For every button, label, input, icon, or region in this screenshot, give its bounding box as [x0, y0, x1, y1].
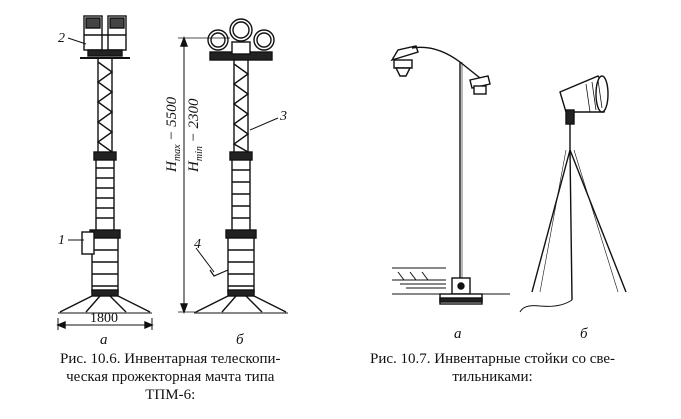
callout-leaders	[67, 37, 279, 273]
tripod-lamp-b	[519, 75, 627, 313]
callout-4: 4	[194, 237, 201, 252]
base-section-a	[81, 229, 121, 297]
height-dimension	[178, 36, 230, 314]
scaffold-edge	[392, 267, 510, 295]
lattice-upper-b	[232, 60, 250, 153]
subfigure-label-10-7-b: б	[580, 326, 588, 342]
caption-10-7-line-2: тильниками:	[452, 369, 533, 385]
dimension-1800: 1800	[90, 311, 118, 326]
mast-b	[178, 18, 288, 314]
lamp-arm	[411, 46, 481, 79]
caption-10-7-line-1: Рис. 10.7. Инвентарные стойки со све-	[370, 351, 616, 367]
reflector-hood-right	[469, 75, 491, 95]
dimension-line-a	[56, 318, 154, 330]
tube-section-b	[229, 151, 253, 232]
subfigure-label-10-7-a: а	[454, 326, 462, 342]
tube-section-a	[93, 151, 117, 232]
power-cable	[519, 299, 573, 313]
tripod-legs-a	[58, 295, 152, 314]
svg-text:Hmin − 2300: Hmin − 2300	[186, 98, 205, 173]
caption-fig-10-7: Рис. 10.7. Инвентарные стойки со све- ти…	[370, 350, 615, 386]
tripod-legs-b	[194, 295, 288, 314]
mast-a	[56, 15, 154, 330]
base-section-b	[209, 229, 257, 297]
svg-text:Hmax − 5500: Hmax − 5500	[164, 96, 183, 173]
floodlight-triple-b	[207, 18, 275, 61]
caption-fig-10-6: Рис. 10.6. Инвентарная телескопи- ческая…	[60, 350, 281, 404]
caption-10-6-line-2: ческая прожекторная мачта типа	[66, 369, 275, 385]
reflector-hood-left	[390, 45, 419, 77]
subfigure-label-10-6-b: б	[236, 332, 244, 348]
height-max-label: Hmax − 5500	[164, 96, 183, 173]
floodlight-pair-a	[80, 15, 130, 59]
lattice-upper-a	[96, 58, 114, 153]
caption-10-6-line-3: ТПМ-6:	[145, 387, 196, 403]
lamp-stand-a	[390, 45, 510, 305]
callout-2: 2	[58, 31, 65, 46]
searchlight-b	[559, 75, 609, 125]
caption-10-6-line-1: Рис. 10.6. Инвентарная телескопи-	[60, 351, 281, 367]
callout-3: 3	[279, 109, 287, 124]
subfigure-label-10-6-a: а	[100, 332, 108, 348]
callout-1: 1	[58, 233, 65, 248]
height-min-label: Hmin − 2300	[186, 98, 205, 173]
tripod-legs-b-lamp	[531, 149, 627, 301]
